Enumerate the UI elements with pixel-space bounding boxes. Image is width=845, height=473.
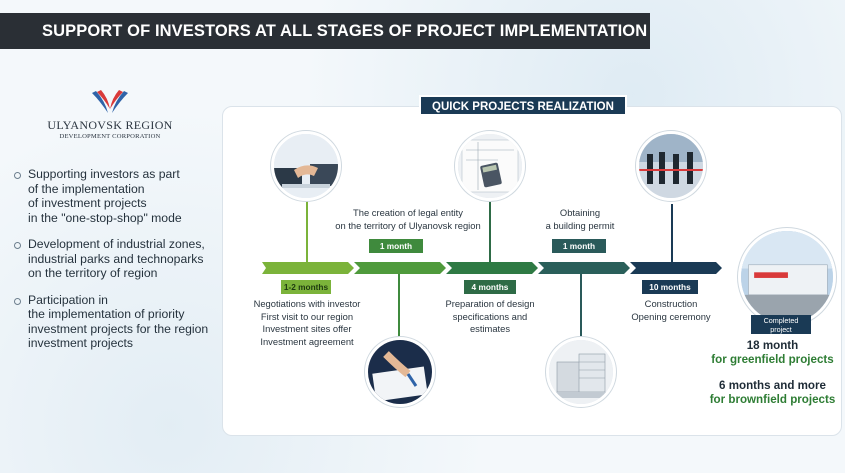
stage-duration-badge: 1-2 months xyxy=(281,280,331,294)
arrow-segment-1 xyxy=(262,262,354,274)
logo-subtitle: DEVELOPMENT CORPORATION xyxy=(59,133,161,140)
logo-mark-icon xyxy=(92,90,128,113)
blueprint-calculator-photo xyxy=(455,131,525,201)
bullet-circle-icon xyxy=(14,172,21,179)
completed-project-badge: Completed project xyxy=(751,315,811,334)
arrow-segment-3 xyxy=(446,262,538,274)
list-item-text: Supporting investors as part of the impl… xyxy=(28,167,182,225)
stage-caption: Negotiations with investor First visit t… xyxy=(253,298,361,347)
connector-line xyxy=(306,200,308,264)
connector-line xyxy=(671,204,673,264)
arrow-segment-5 xyxy=(630,262,722,274)
stage-caption: Construction Opening ceremony xyxy=(631,298,711,322)
connector-line xyxy=(580,272,582,340)
list-item-text: Development of industrial zones, industr… xyxy=(28,237,205,280)
stage-caption: Preparation of design specifications and… xyxy=(445,298,535,334)
arrow-segment-4 xyxy=(538,262,630,274)
logo-name: ULYANOVSK REGION xyxy=(47,118,173,132)
connector-line xyxy=(489,202,491,264)
list-item: Development of industrial zones, industr… xyxy=(14,237,224,281)
stage-duration-badge: 4 months xyxy=(464,280,516,294)
list-item: Participation in the implementation of p… xyxy=(14,293,224,351)
list-item: Supporting investors as part of the impl… xyxy=(14,167,224,225)
bullet-circle-icon xyxy=(14,242,21,249)
brownfield-duration: 6 months and more xyxy=(719,379,826,392)
stage-duration-badge: 10 months xyxy=(642,280,698,294)
stage-duration-badge: 1 month xyxy=(552,239,606,253)
page-title: SUPPORT OF INVESTORS AT ALL STAGES OF PR… xyxy=(0,13,650,49)
building-model-photo xyxy=(546,337,616,407)
brownfield-label: for brownfield projects xyxy=(709,393,836,406)
list-item-text: Participation in the implementation of p… xyxy=(28,292,209,351)
ribbon-cutting-photo xyxy=(636,131,706,201)
greenfield-label: for greenfield projects xyxy=(711,353,834,366)
services-list: Supporting investors as part of the impl… xyxy=(14,167,224,363)
greenfield-duration: 18 month xyxy=(746,339,799,352)
timeline-arrow xyxy=(262,262,722,274)
factory-photo xyxy=(738,228,836,326)
stage-caption: The creation of legal entity on the terr… xyxy=(335,207,481,231)
stage-duration-badge: 1 month xyxy=(369,239,423,253)
arrow-segment-2 xyxy=(354,262,446,274)
stage-caption: Obtaining a building permit xyxy=(545,207,615,231)
connector-line xyxy=(398,272,400,342)
handshake-photo xyxy=(271,131,341,201)
panel-title: QUICK PROJECTS REALIZATION xyxy=(419,95,627,116)
pen-signing-photo xyxy=(365,337,435,407)
bullet-circle-icon xyxy=(14,297,21,305)
corporation-logo: ULYANOVSK REGION DEVELOPMENT CORPORATION xyxy=(40,87,180,140)
